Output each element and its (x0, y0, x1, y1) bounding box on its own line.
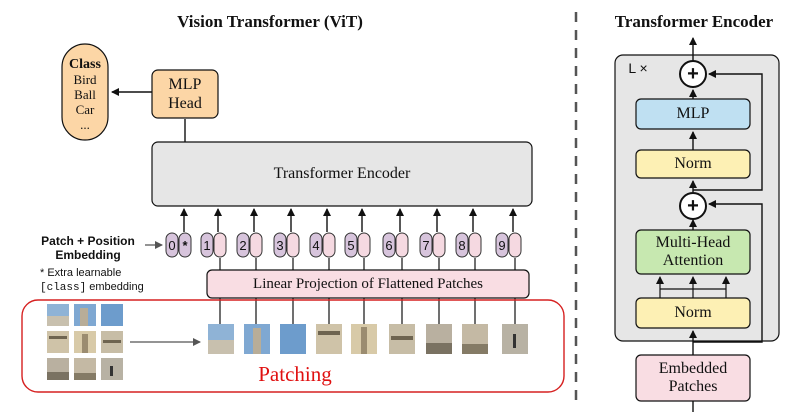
class-item-3: Car (75, 101, 95, 117)
extra-note-rest: embedding (86, 280, 144, 293)
token-number-2: 2 (239, 237, 247, 253)
repeat-label: L × (628, 60, 648, 76)
token-class (178, 232, 192, 258)
token-pos-9 (495, 232, 509, 258)
grid-patch-3 (101, 304, 123, 326)
token-pos-3 (273, 232, 287, 258)
token-pos-2 (236, 232, 250, 258)
token-number-3: 3 (276, 237, 284, 253)
mlp-head-text: MLP Head (152, 70, 218, 118)
norm-text-upper: Norm (674, 155, 712, 172)
class-token-star: * (182, 237, 188, 253)
class-item-2: Ball (74, 86, 96, 102)
token-patch-5 (357, 232, 371, 258)
residual-lower (693, 200, 763, 343)
class-title: Class (69, 56, 101, 72)
token-number-5: 5 (347, 237, 355, 253)
token-number-6: 6 (385, 237, 393, 253)
token-patch-2 (249, 232, 263, 258)
transformer-encoder-text: Transformer Encoder (273, 165, 411, 182)
class-item-1: Bird (73, 71, 97, 87)
token-pos-6 (382, 232, 396, 258)
token-pos-4 (309, 232, 323, 258)
token-patch-4 (322, 232, 336, 258)
token-pos-0 (165, 232, 179, 258)
token-pos-5 (344, 232, 358, 258)
residual-upper (693, 70, 763, 191)
attention-line2: Attention (662, 252, 724, 269)
token-pos-7 (419, 232, 433, 258)
embedded-line1: Embedded (658, 360, 728, 377)
token-number-1: 1 (203, 237, 211, 253)
class-code: [class] (40, 281, 87, 294)
mlp-head-line2: Head (168, 95, 202, 112)
patching-box (21, 299, 565, 393)
vit-title: Vision Transformer (ViT) (177, 12, 363, 31)
patch-to-projection-lines (219, 298, 516, 324)
image-grid (47, 304, 123, 380)
token-pos-1 (200, 232, 214, 258)
add-icon-lower: + (679, 192, 707, 220)
token-patch-6 (395, 232, 409, 258)
patch-embedding-line2: Embedding (55, 248, 121, 262)
patch-embedding-line1: Patch + Position (41, 234, 135, 248)
patching-label: Patching (258, 361, 332, 386)
token-number-9: 9 (498, 237, 506, 253)
token-number-8: 8 (458, 237, 466, 253)
extra-learnable-note: * Extra learnable [class] embedding (40, 266, 144, 294)
mlp-head-box (151, 69, 219, 119)
norm-text-lower: Norm (674, 304, 712, 321)
class-box (61, 43, 109, 141)
class-item-4: ... (80, 116, 90, 132)
token-number-4: 4 (312, 237, 320, 253)
grid-patch-4 (47, 331, 69, 353)
transformer-encoder-box (151, 141, 533, 207)
attention-line1: Multi-Head (655, 234, 731, 251)
linear-projection-text: Linear Projection of Flattened Patches (253, 275, 483, 292)
projection-to-token-lines (219, 258, 516, 270)
extra-note-line2: [class] embedding (40, 280, 144, 295)
attention-text: Multi-Head Attention (636, 230, 750, 274)
embedded-patches-text: Embedded Patches (636, 355, 750, 401)
add-icon-upper: + (679, 60, 707, 88)
token-patch-3 (286, 232, 300, 258)
token-patch-9 (508, 232, 522, 258)
mlp-head-line1: MLP (168, 76, 202, 93)
patch-embedding-label: Patch + Position Embedding (30, 232, 146, 264)
token-number-0: 0 (168, 237, 176, 253)
token-patch-7 (432, 232, 446, 258)
seq-patch-3 (280, 324, 306, 354)
mlp-text: MLP (676, 105, 710, 122)
class-box-text: Class Bird Ball Car ... (62, 52, 108, 136)
token-pos-8 (455, 232, 469, 258)
seq-patch-4 (316, 324, 342, 354)
embedded-line2: Patches (668, 378, 718, 395)
encoder-detail-title: Transformer Encoder (614, 12, 774, 31)
extra-note-line1: * Extra learnable (40, 266, 122, 279)
patch-sequence (208, 324, 528, 354)
token-patch-8 (468, 232, 482, 258)
token-patch-1 (213, 232, 227, 258)
token-row (165, 208, 522, 258)
token-number-7: 7 (422, 237, 430, 253)
linear-projection-box (206, 269, 530, 299)
